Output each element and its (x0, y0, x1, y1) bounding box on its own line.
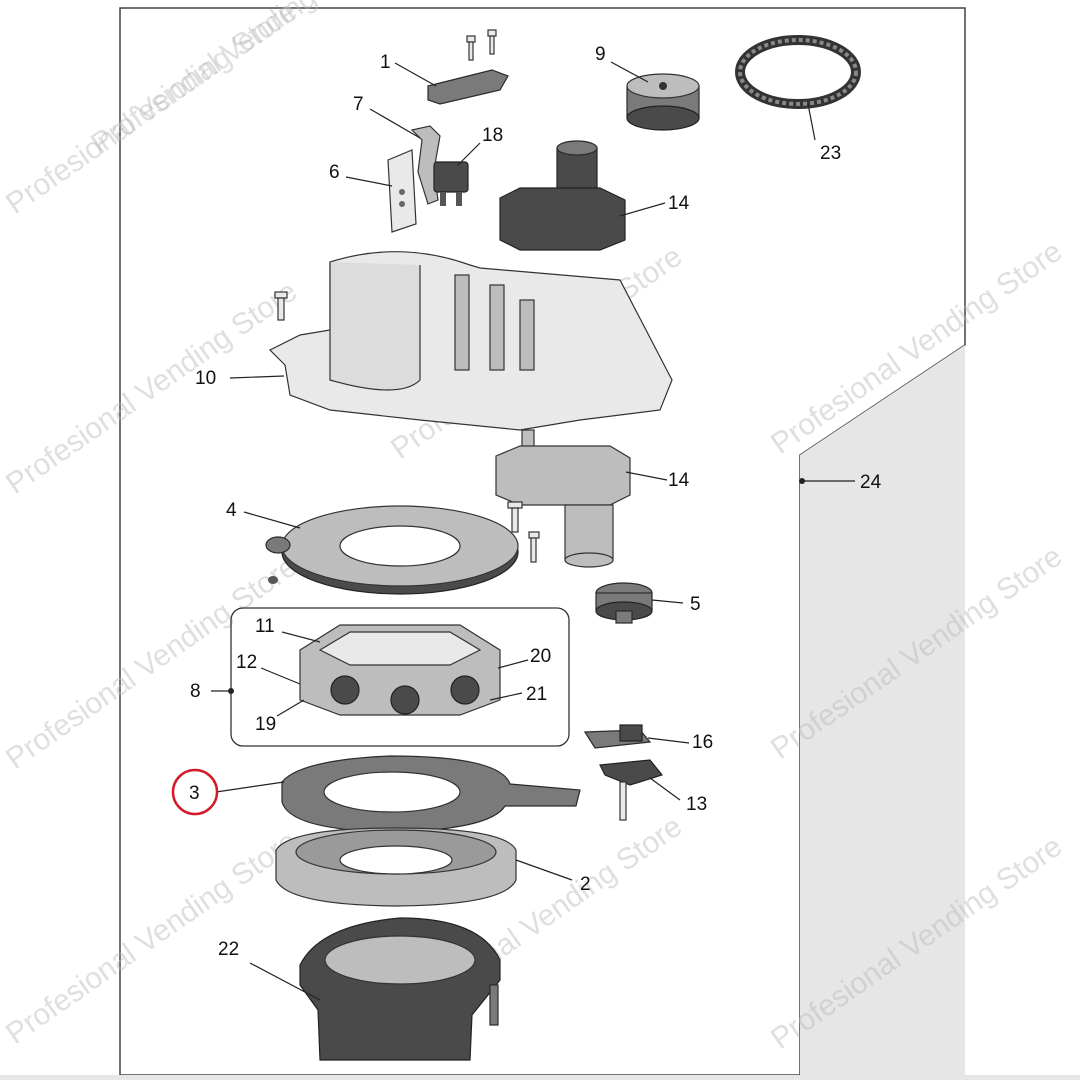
callout-13: 13 (686, 794, 707, 815)
callout-22: 22 (218, 939, 239, 960)
part-4-plate (265, 505, 519, 595)
callout-18: 18 (482, 125, 503, 146)
callout-20: 20 (530, 646, 551, 667)
callout-14-top: 14 (668, 193, 690, 214)
motor-screws (507, 501, 540, 563)
callout-19: 19 (255, 714, 276, 735)
leader-lines (211, 61, 855, 1001)
callout-1: 1 (380, 52, 391, 73)
part-14-top-motor (499, 140, 626, 251)
part-3-ring (281, 755, 581, 833)
callout-23: 23 (820, 143, 841, 164)
callout-3: 3 (189, 783, 200, 804)
callout-11: 11 (255, 616, 275, 637)
callout-9: 9 (595, 44, 606, 65)
part-16-switch (583, 724, 652, 749)
callout-10: 10 (195, 368, 216, 389)
housing-screw (274, 291, 288, 321)
nut (268, 576, 278, 584)
part-8-drive-assembly (299, 624, 501, 716)
callout-14-bottom: 14 (668, 470, 690, 491)
part-18-switch (433, 161, 469, 193)
part-10-housing (268, 251, 673, 431)
part-13-lever (599, 759, 664, 821)
part-7-clip (410, 125, 441, 205)
part-14-bottom-motor (495, 429, 631, 568)
callout-6: 6 (329, 162, 340, 183)
callout-21: 21 (526, 684, 547, 705)
part-22-cup (299, 917, 501, 1061)
side-panel-shade (800, 345, 965, 1075)
screw-pair (466, 29, 497, 61)
callout-5: 5 (690, 594, 701, 615)
callout-8: 8 (190, 681, 201, 702)
callout-labels: 1 2 3 4 5 6 7 8 9 10 11 12 13 14 14 16 1… (189, 44, 882, 960)
callout-16: 16 (692, 732, 713, 753)
part-5-coupler (595, 582, 653, 624)
bottom-shade (0, 1075, 1080, 1080)
part-2-base (275, 827, 517, 907)
part-9-gear (626, 73, 700, 131)
callout-2: 2 (580, 874, 591, 895)
part-8-assembly-box (230, 607, 570, 747)
callout-12: 12 (236, 652, 257, 673)
callout-4: 4 (226, 500, 237, 521)
callout-7: 7 (353, 94, 364, 115)
part-1-bracket (427, 69, 509, 105)
part-23-ring (735, 35, 861, 109)
highlight-circle (171, 768, 219, 816)
callout-24: 24 (860, 472, 882, 493)
